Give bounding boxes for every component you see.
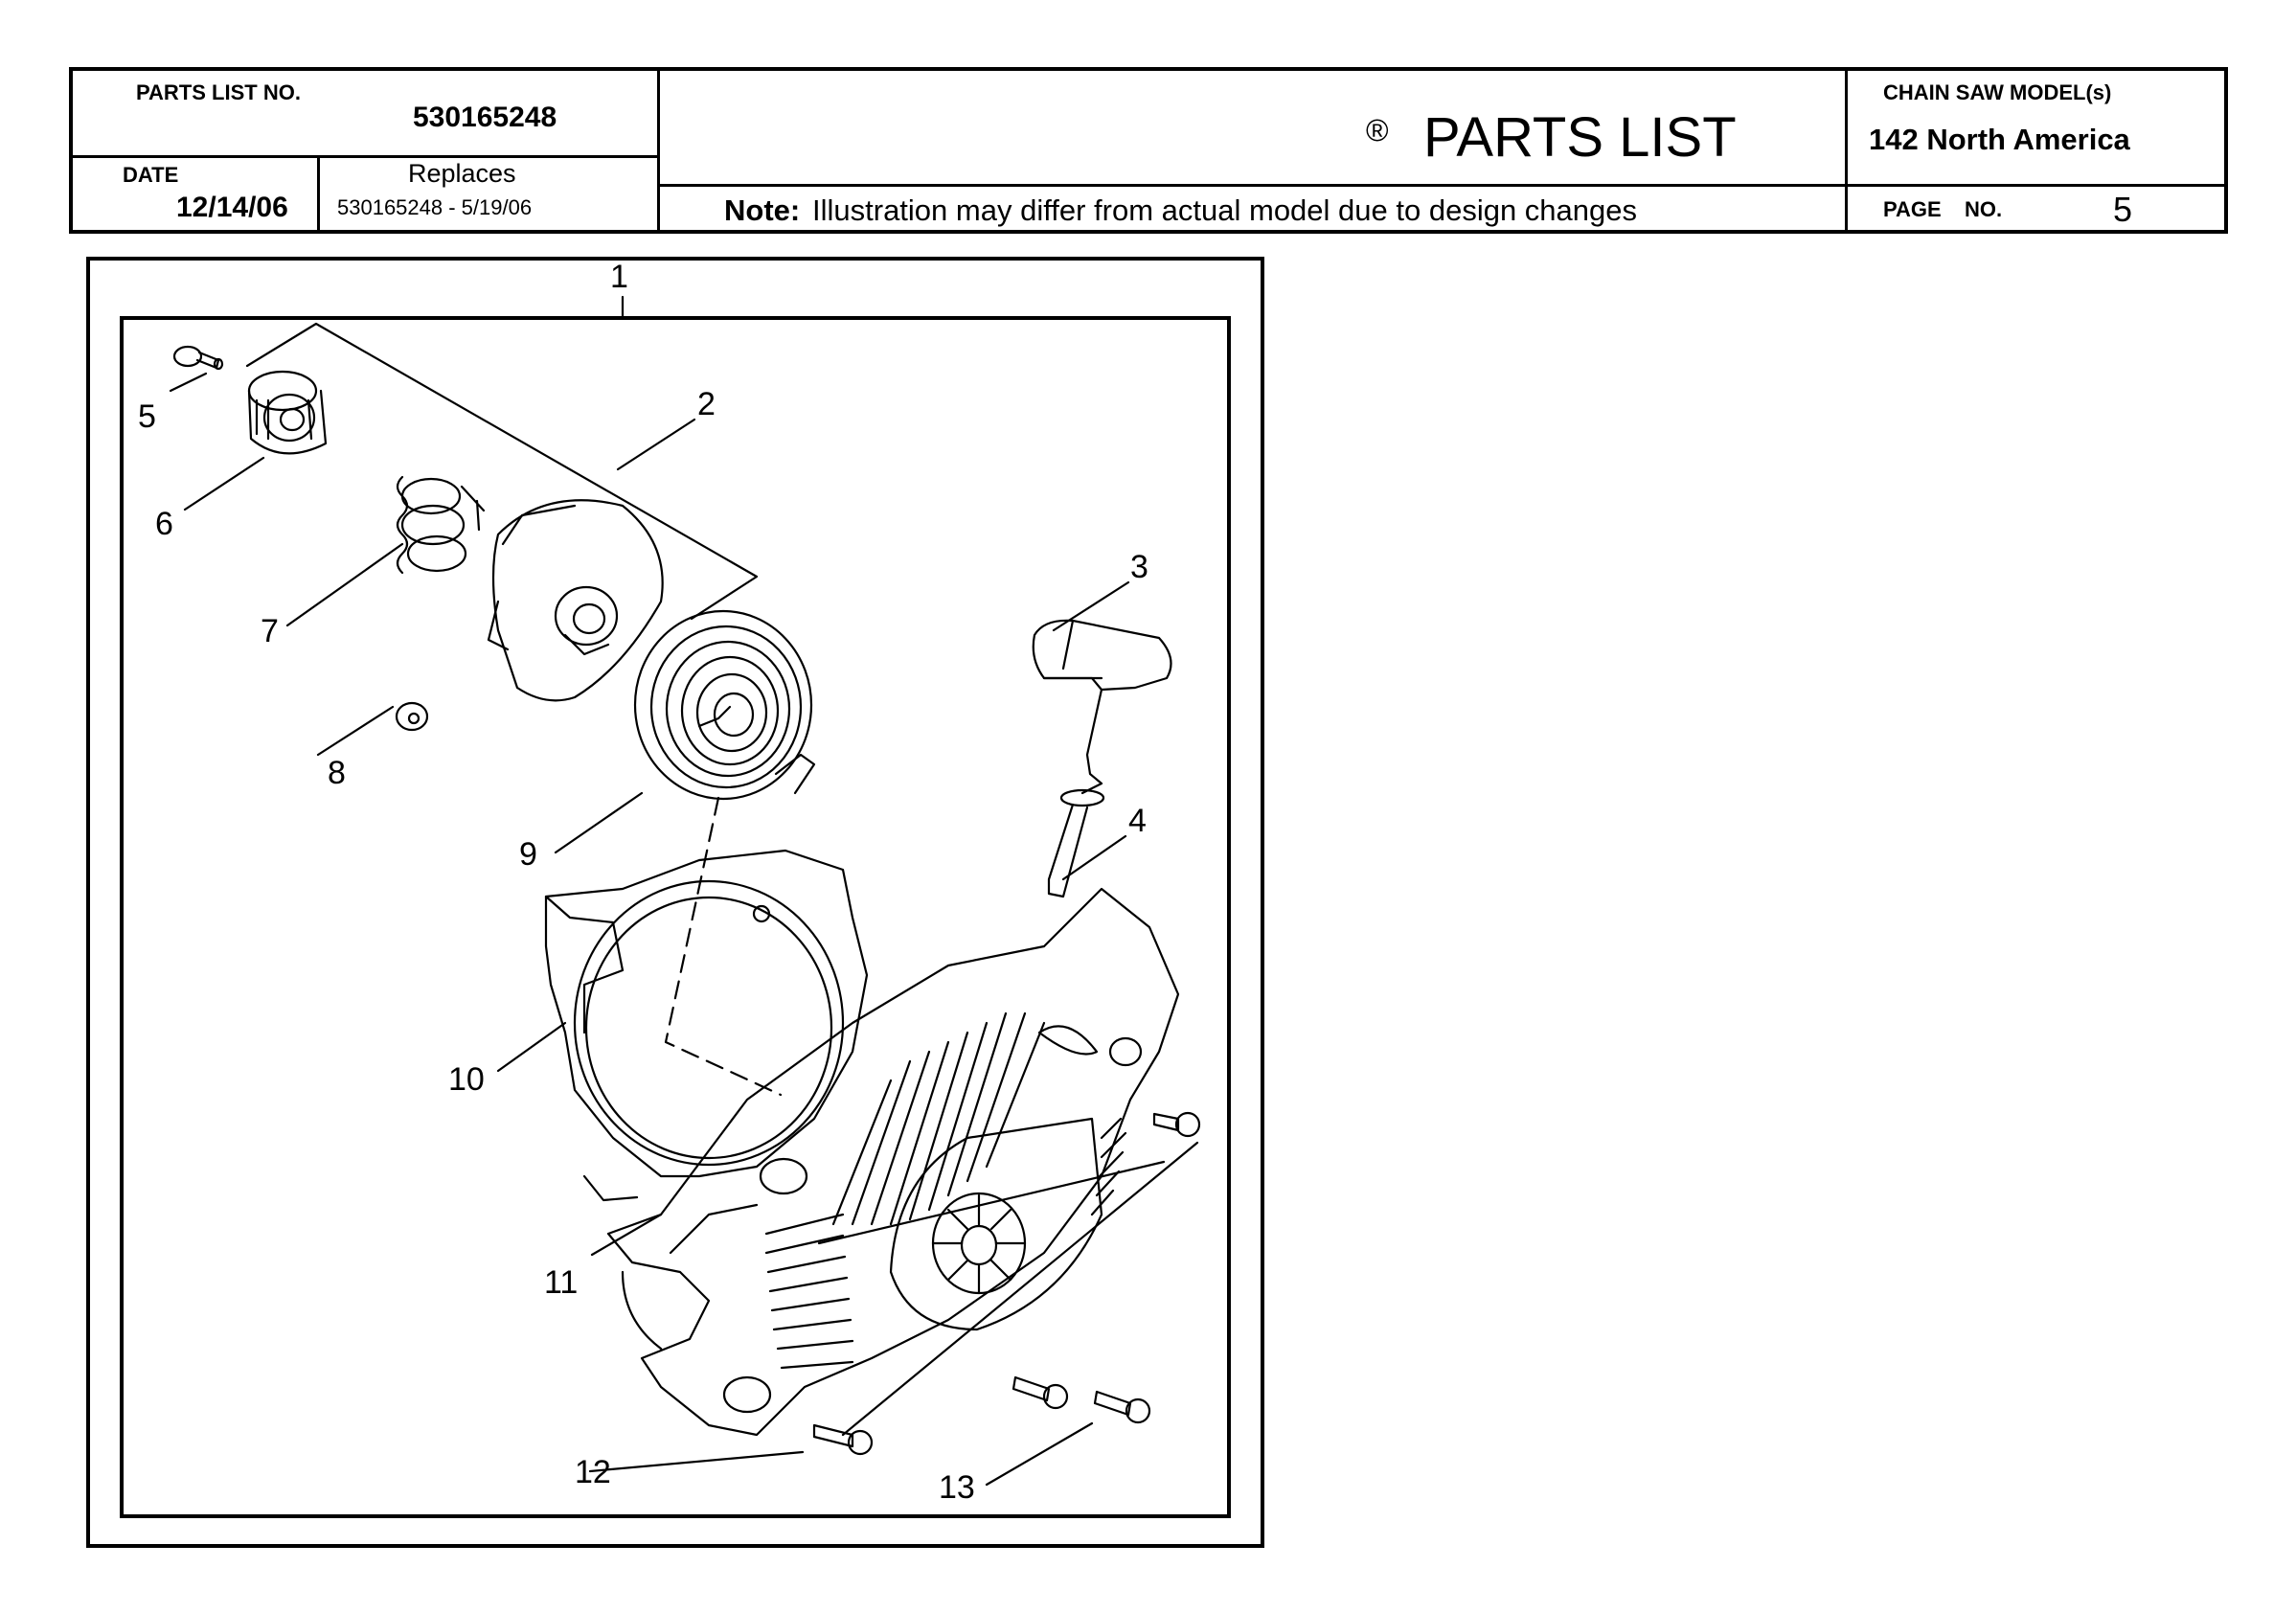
date-label: DATE xyxy=(123,163,179,187)
divider xyxy=(73,155,657,158)
diagram-inner-frame xyxy=(120,316,1231,1518)
callout-5: 5 xyxy=(138,398,156,435)
callout-12: 12 xyxy=(575,1454,611,1490)
replaces-label: Replaces xyxy=(408,159,516,188)
callout-3: 3 xyxy=(1130,549,1148,585)
callout-9: 9 xyxy=(519,836,537,873)
callout-4: 4 xyxy=(1128,803,1147,839)
callout-2: 2 xyxy=(697,386,716,422)
callout-10: 10 xyxy=(448,1061,485,1098)
callout-6: 6 xyxy=(155,506,173,542)
page-no-label: NO. xyxy=(1965,197,2003,221)
header-table: PARTS LIST NO. 530165248 DATE 12/14/06 R… xyxy=(69,67,2228,234)
callout-13: 13 xyxy=(939,1469,975,1506)
exploded-parts-diagram: 1 2 3 4 5 6 7 8 9 10 11 12 13 xyxy=(138,259,1201,1506)
registered-mark: ® xyxy=(1366,113,1389,148)
divider xyxy=(657,184,2228,187)
parts-list-no: 530165248 xyxy=(413,102,557,133)
callout-11: 11 xyxy=(544,1264,578,1301)
page-title: PARTS LIST xyxy=(1423,106,1737,169)
diagram-outer-frame xyxy=(86,257,1264,1548)
divider xyxy=(1845,71,1848,230)
divider xyxy=(657,71,660,230)
callout-7: 7 xyxy=(261,613,279,649)
parts-list-no-label: PARTS LIST NO. xyxy=(136,80,301,104)
model-value: 142 North America xyxy=(1869,123,2130,156)
callout-8: 8 xyxy=(328,755,346,791)
date-value: 12/14/06 xyxy=(176,192,288,223)
note-text: Illustration may differ from actual mode… xyxy=(812,193,1638,227)
replaces-value: 530165248 - 5/19/06 xyxy=(337,195,533,219)
model-label: CHAIN SAW MODEL(s) xyxy=(1883,80,2112,104)
page-label: PAGE xyxy=(1883,197,1942,221)
callout-1: 1 xyxy=(610,259,628,295)
note-label: Note: xyxy=(724,193,801,227)
page-number: 5 xyxy=(2113,190,2133,229)
divider xyxy=(317,155,320,230)
